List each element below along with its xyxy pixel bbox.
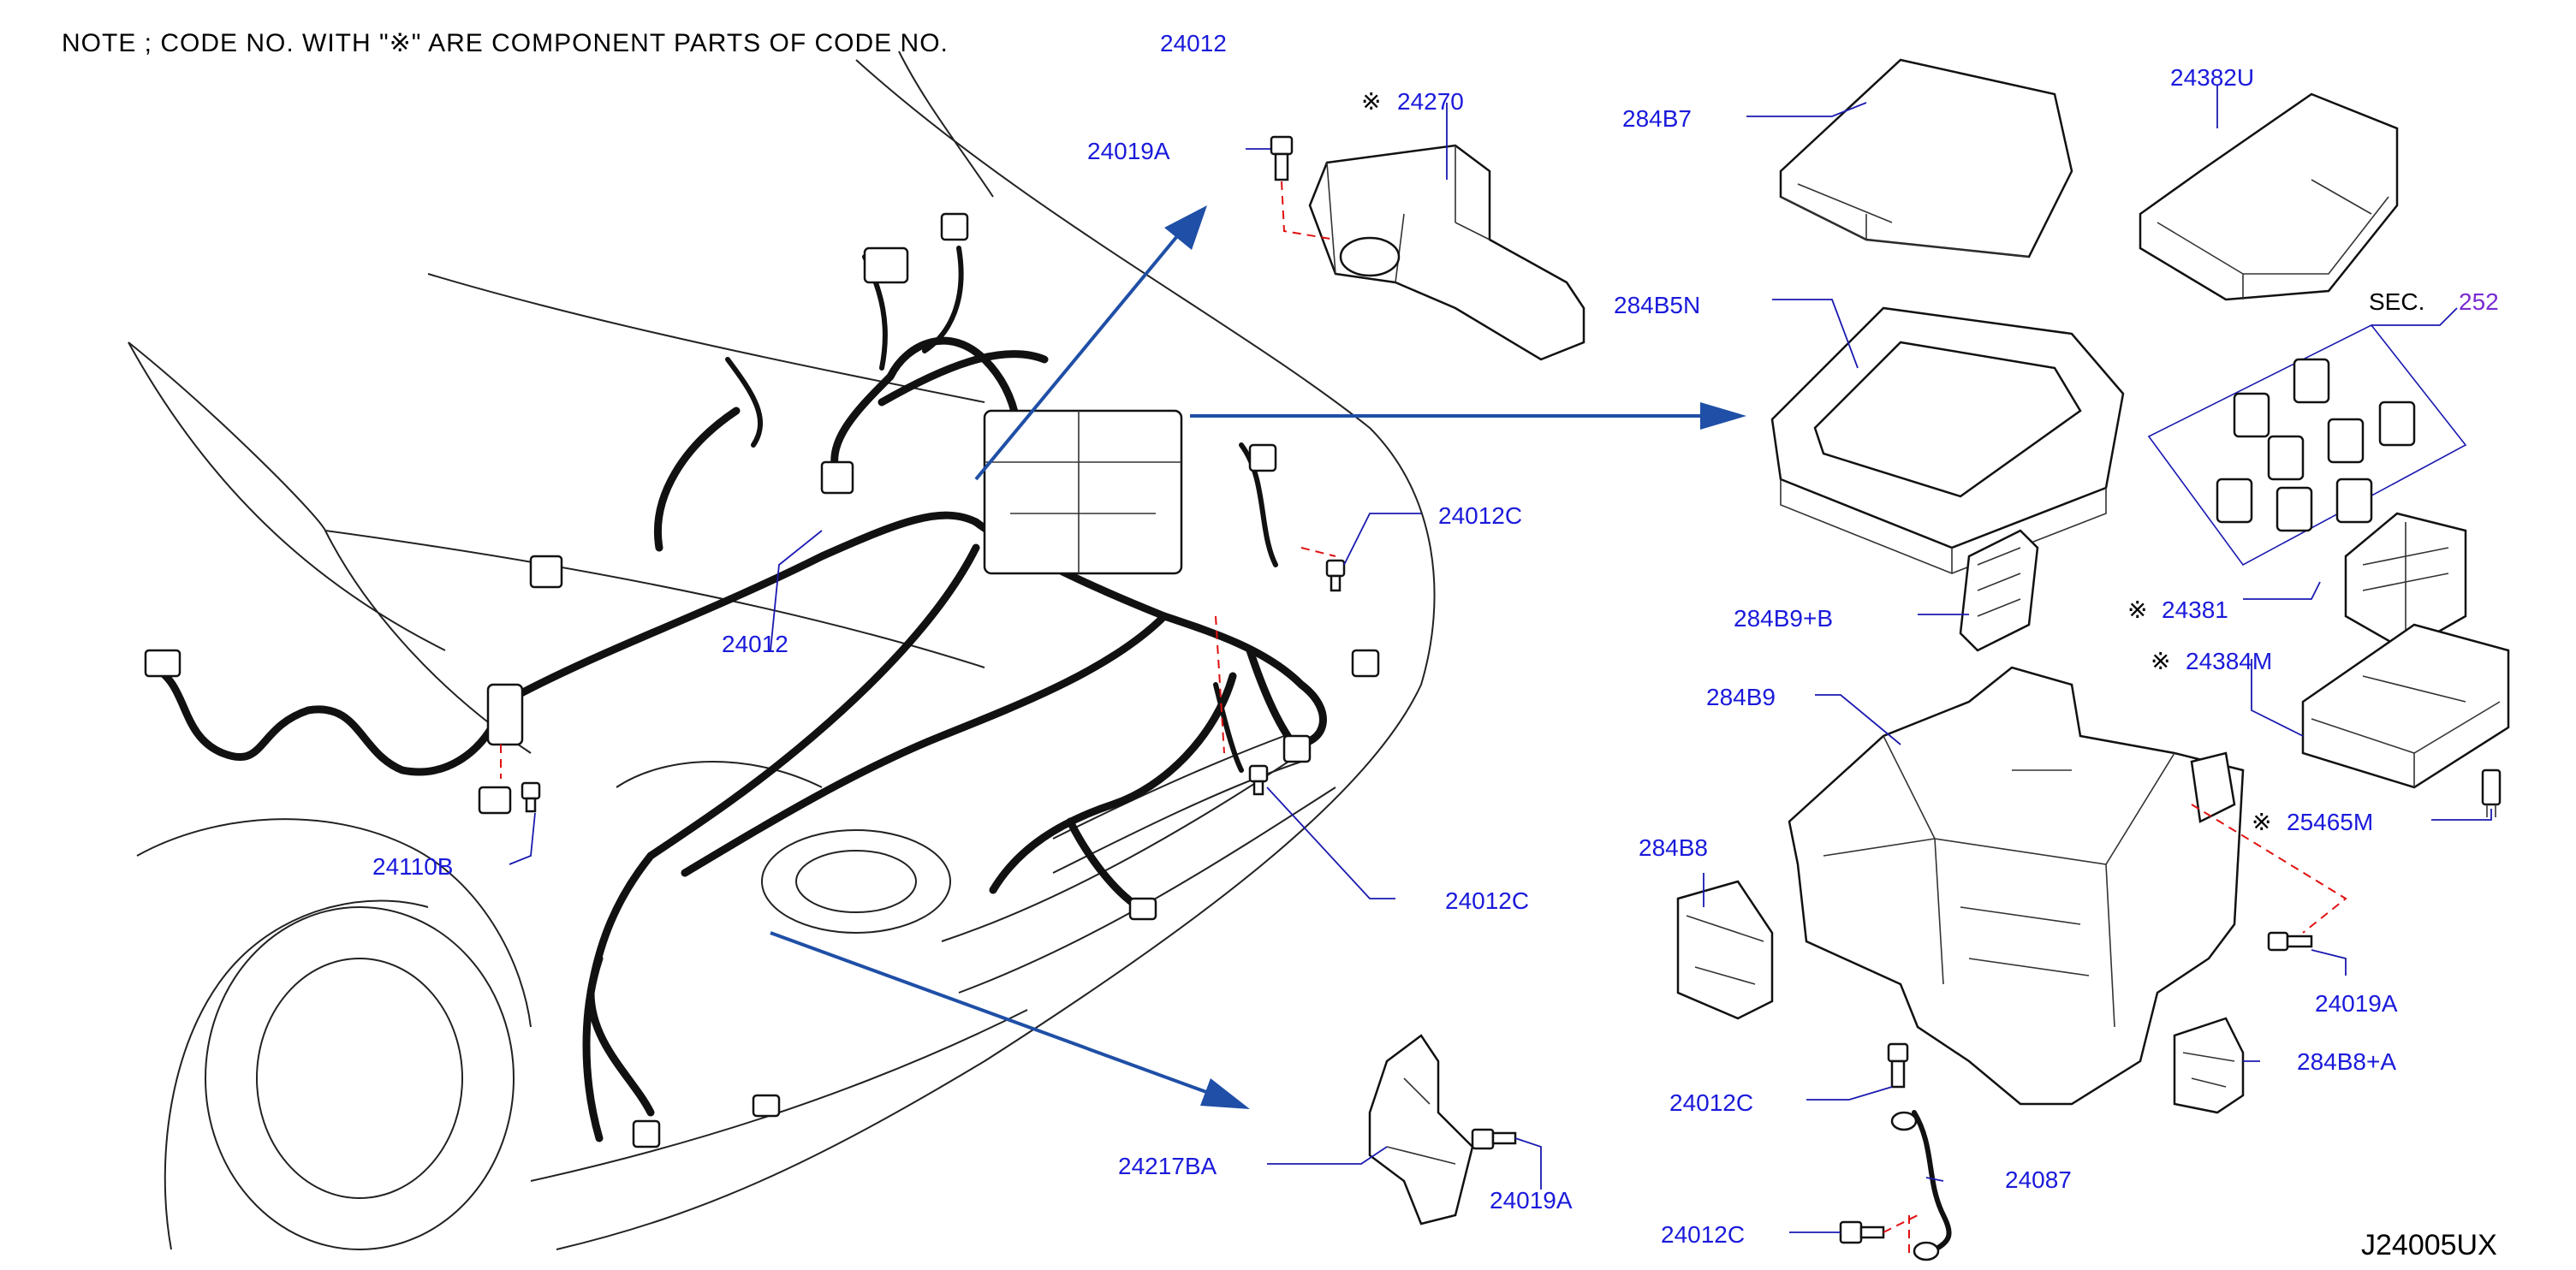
label-24012-main: 24012 [722,631,788,657]
harness-connector [1248,443,1277,472]
arrow-to-24217BA [770,931,1217,1097]
harness-connector [1282,734,1312,763]
bolt-24012C-middle [1248,764,1269,796]
cover-284B8 [1676,880,1774,1020]
pointer-arrows [770,205,1746,1109]
label-24019A-top: 24019A [1087,138,1170,164]
symbol-icon: ※ [2127,596,2147,624]
label-24384M: 24384M [2186,648,2272,674]
protector-24270 [1308,144,1585,361]
label-24270: 24270 [1397,88,1464,115]
fuse-box-lid-284B7 [1779,58,2073,258]
dashed-guide [1300,547,1336,557]
relay-block-24384M [2301,623,2510,789]
sec-number: 252 [2459,288,2499,315]
relay-set-sec-252 [2147,323,2467,567]
symbol-icon: ※ [1361,87,1381,116]
label-24019A-bottom: 24019A [1490,1187,1573,1214]
symbol-icon: ※ [2151,647,2170,675]
leader-lines [509,86,2492,1233]
label-25465M: 25465M [2287,809,2373,835]
harness-connector [1351,649,1380,678]
label-24019A-right: 24019A [2315,990,2398,1017]
label-24012C-bottom: 24012C [1661,1221,1745,1248]
part-labels: 24019A ※ 24270 284B7 24382U 284B5N SEC. … [372,64,2499,1261]
label-284B8: 284B8 [1639,834,1708,861]
note-text: NOTE ; CODE NO. WITH "※" ARE COMPONENT P… [62,29,949,57]
harness-connector [632,1119,661,1148]
engine-room-harness [144,212,1380,1148]
bolt-24012C-bottom [1839,1220,1885,1244]
harness-connector [478,786,512,815]
harness-connector [529,555,563,589]
label-24382U: 24382U [2170,64,2254,91]
harness-connector [1128,897,1157,921]
dashed-guide [1281,181,1336,240]
harness-connector [144,649,181,678]
bolt-24019A-bottom [1471,1128,1517,1150]
harness-connector [940,212,969,241]
label-24110B: 24110B [372,853,453,880]
fuse-block-284B9B [1959,529,2039,652]
label-284B5N: 284B5N [1614,292,1700,318]
label-284B8A: 284B8+A [2297,1048,2396,1075]
label-284B7: 284B7 [1622,105,1692,132]
ground-cable-24087 [1890,1110,1952,1261]
fuse-box-frame-284B5N [1770,306,2125,574]
dashed-guide [1883,1214,1919,1258]
fuse-box-housing-284B9 [1788,666,2245,1106]
bolt-24012C-lower [1887,1042,1909,1089]
relay-cover-24382U [2139,92,2399,301]
bracket-24217BA [1368,1034,1474,1225]
relay-block-24381 [2344,512,2467,652]
bolt-24019A-top [1270,135,1294,181]
harness-connector [752,1094,781,1118]
diagram-reference-code: J24005UX [2361,1229,2497,1261]
label-24381: 24381 [2162,596,2228,623]
leader-line [2371,307,2458,326]
bolt-24019A-right [2267,931,2313,952]
label-284B9: 284B9 [1706,684,1776,710]
arrow-head [1200,1078,1250,1109]
engine-room-relay-box [983,409,1183,575]
label-24012C-lower: 24012C [1669,1089,1753,1116]
arrow-head [1700,402,1746,430]
label-24217BA: 24217BA [1118,1153,1217,1179]
label-24012C-middle: 24012C [1445,887,1529,914]
symbol-icon: ※ [2252,808,2271,836]
cover-284B8A [2173,1017,2245,1114]
dashed-guide [1215,615,1225,754]
harness-connector [486,683,524,746]
arrow-head [1164,205,1207,250]
harness-connector [863,246,909,284]
sec-label: SEC. [2369,288,2424,315]
bolt-24110B [521,781,541,813]
bolt-24012C-upper [1325,559,1346,592]
label-284B9B: 284B9+B [1734,605,1833,632]
note-code: 24012 [1160,30,1227,56]
label-24087: 24087 [2005,1166,2072,1193]
arrow-to-24270 [974,229,1183,481]
label-24012C-upper: 24012C [1438,502,1522,529]
harness-connector [820,460,854,495]
dashed-guide [2191,804,2347,934]
fuse-25465M [2481,769,2502,817]
